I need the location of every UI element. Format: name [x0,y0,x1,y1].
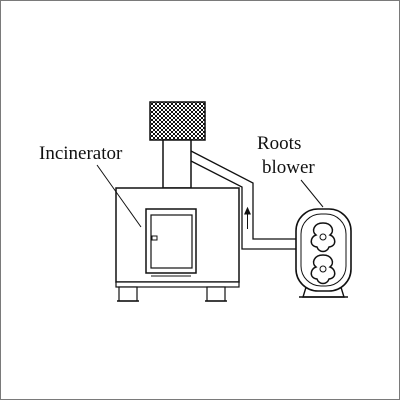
incinerator-base [115,281,240,288]
door-handle [151,235,158,241]
chimney [162,139,192,189]
roots-blower-label-line2: blower [262,157,315,178]
right-foot [206,286,226,302]
incinerator-label: Incinerator [39,143,123,164]
flow-arrow [244,206,251,229]
chimney-cap [149,101,206,141]
roots-blower-label-line1: Roots [257,133,301,154]
roots-blower [295,208,352,298]
air-duct [190,150,301,250]
roots-blower-leader [300,179,324,208]
left-foot [118,286,138,302]
incinerator-door [145,208,197,277]
upper-rotor [310,222,336,253]
incinerator-leader [96,164,142,228]
lower-rotor [310,254,336,285]
